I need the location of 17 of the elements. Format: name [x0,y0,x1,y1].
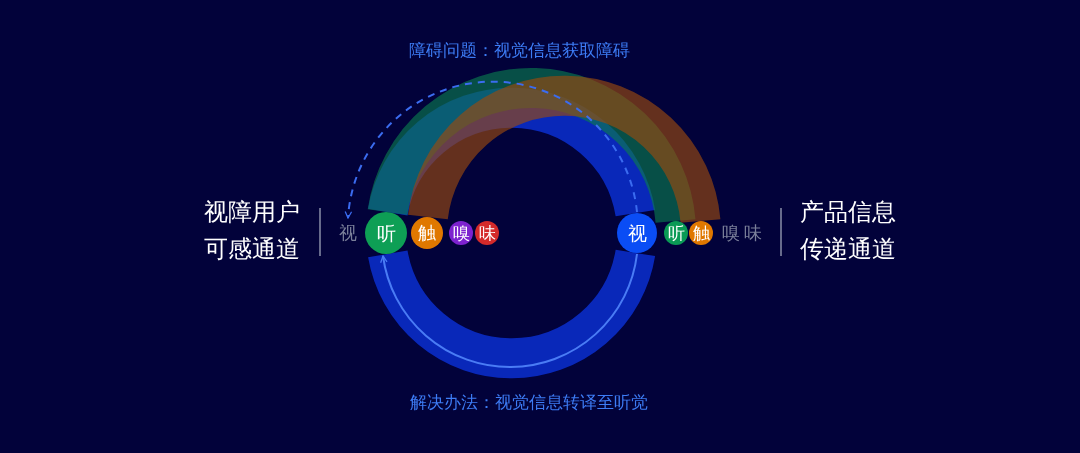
channel-circle: 视 [617,213,657,253]
group-label: 视障用户可感通道 [203,197,300,265]
channel-circle: 触 [411,217,443,249]
channel-circle: 味 [475,221,499,245]
arrow [380,253,638,368]
group-label: 产品信息传递通道 [800,197,897,265]
dashed-arrow [345,80,638,219]
solution-text: 解决办法：视觉信息转译至听觉 [409,391,649,414]
ribbon-arc [367,87,656,379]
channel-circle: 触 [689,221,713,245]
channel-text: 味 [743,223,763,243]
channel-circle: 听 [664,221,688,245]
channel-text: 视 [338,223,358,243]
channel-text: 嗅 [721,223,741,243]
channel-circle: 嗅 [449,221,473,245]
heading-text: 障碍问题：视觉信息获取障碍 [407,39,631,62]
channel-circle: 听 [365,212,407,254]
